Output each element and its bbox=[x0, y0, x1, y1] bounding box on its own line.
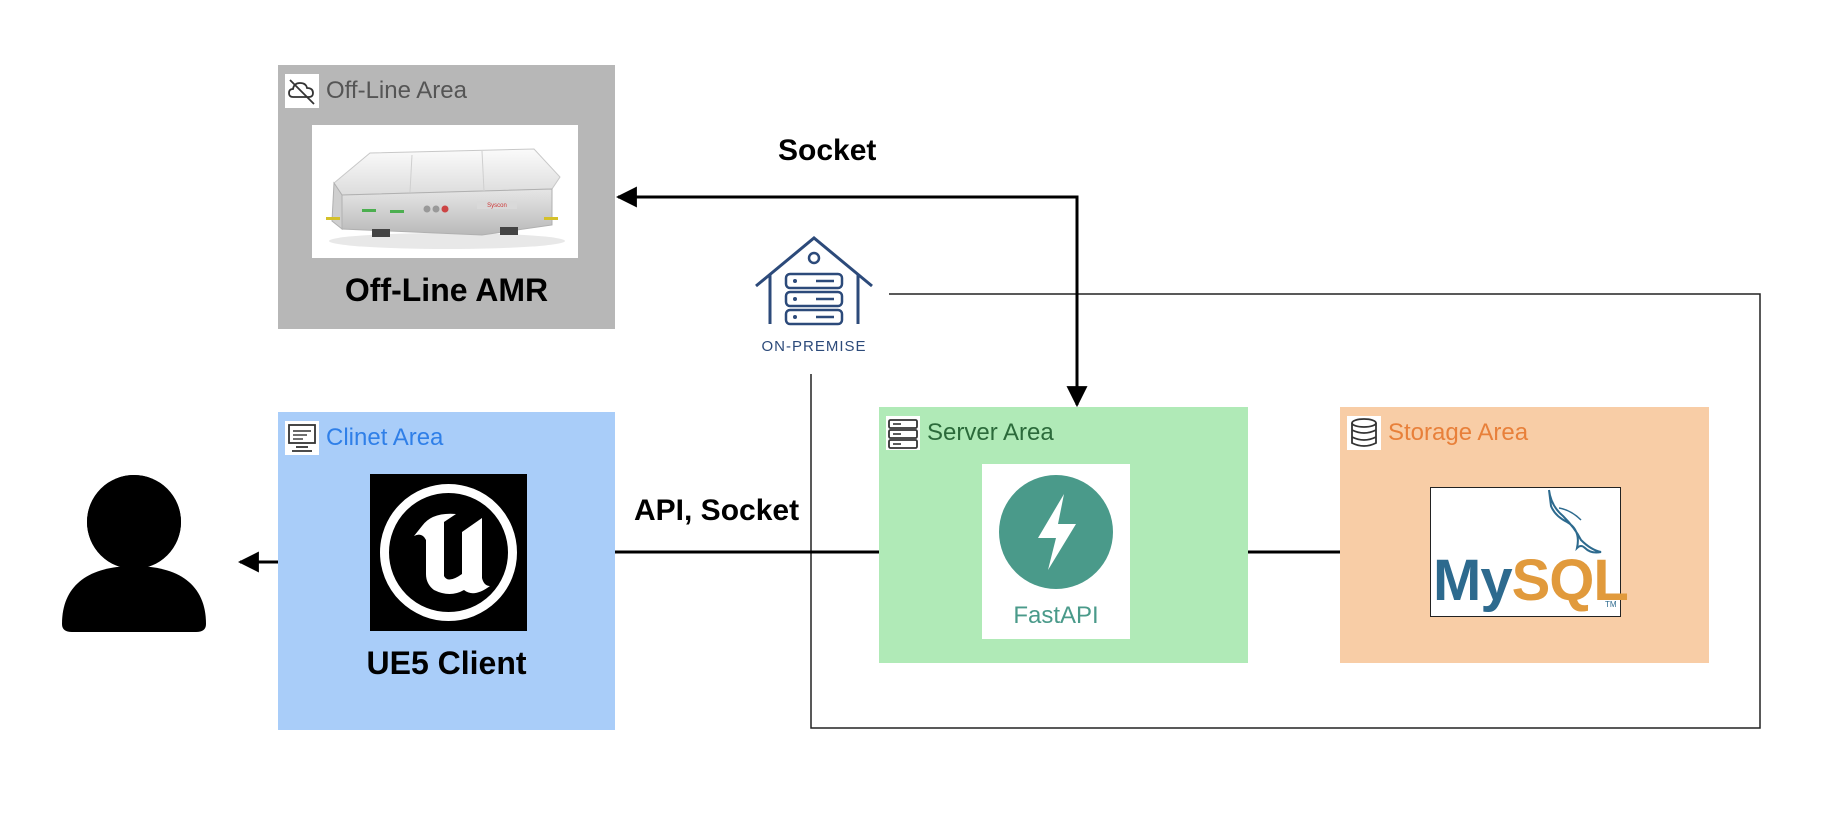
offline-amr-caption: Off-Line AMR bbox=[344, 272, 549, 308]
database-icon bbox=[1347, 416, 1381, 450]
amr-image: Syscon bbox=[312, 125, 578, 258]
server-area: Server Area FastAPI bbox=[879, 407, 1248, 663]
mysql-dolphin-icon bbox=[1548, 489, 1602, 554]
api-socket-label: API, Socket bbox=[634, 494, 800, 527]
storage-area-title: Storage Area bbox=[1388, 419, 1529, 446]
cloud-offline-icon bbox=[285, 74, 319, 108]
on-premise-server-icon bbox=[755, 236, 873, 326]
client-area-title: Clinet Area bbox=[326, 424, 444, 451]
socket-connector bbox=[615, 186, 1088, 408]
mysql-logo-my: My bbox=[1433, 548, 1513, 613]
user-icon bbox=[62, 475, 206, 632]
storage-area: Storage Area MySQL TM bbox=[1340, 407, 1709, 663]
amr-robot-illustration: Syscon bbox=[326, 148, 565, 249]
mysql-logo-text: MySQL bbox=[1433, 552, 1629, 610]
mysql-trademark: TM bbox=[1605, 600, 1617, 609]
unreal-engine-logo bbox=[370, 474, 527, 631]
client-area: Clinet Area UE5 Client bbox=[278, 412, 615, 730]
offline-area: Off-Line Area Syscon bbox=[278, 65, 615, 329]
fastapi-logo-text: FastAPI bbox=[1013, 602, 1099, 629]
fastapi-bolt-icon bbox=[999, 475, 1113, 589]
server-rack-icon bbox=[886, 416, 920, 450]
on-premise-label: ON-PREMISE bbox=[761, 338, 867, 355]
on-premise-marker: ON-PREMISE bbox=[750, 234, 878, 362]
on-premise-boundary bbox=[810, 293, 1761, 729]
desktop-terminal-icon bbox=[285, 421, 319, 455]
server-area-title: Server Area bbox=[927, 419, 1054, 446]
socket-label: Socket bbox=[778, 134, 877, 167]
mysql-logo: MySQL TM bbox=[1430, 487, 1629, 617]
offline-area-title: Off-Line Area bbox=[326, 77, 467, 104]
amr-brand-text: Syscon bbox=[487, 203, 507, 209]
fastapi-logo: FastAPI bbox=[982, 464, 1130, 639]
unreal-engine-icon bbox=[380, 484, 517, 621]
mysql-logo-sql: SQL bbox=[1511, 548, 1629, 613]
ue5-client-caption: UE5 Client bbox=[366, 645, 527, 681]
